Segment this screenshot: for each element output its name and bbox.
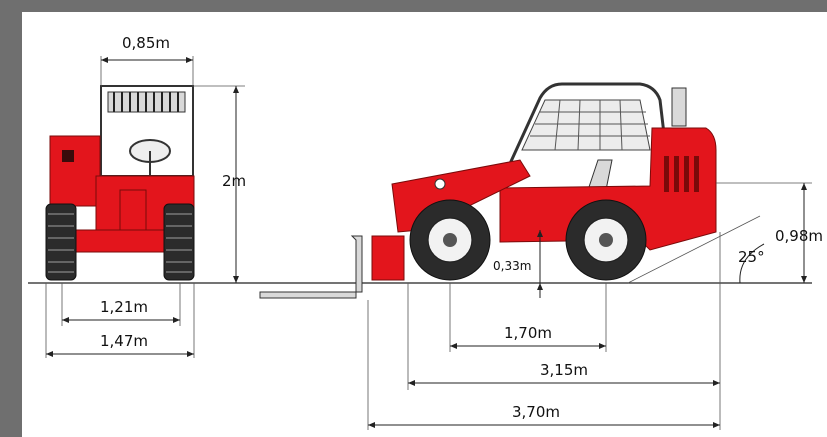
side-chassis xyxy=(499,127,717,251)
front-left-tyre xyxy=(45,203,77,281)
cab-width-label: 0,85m xyxy=(122,34,170,52)
fork-tine xyxy=(259,235,363,299)
front-view-machine xyxy=(45,85,195,281)
ground-clearance-label: 0,33m xyxy=(493,259,531,273)
exhaust-pipe xyxy=(671,87,687,127)
front-boom-head xyxy=(119,189,147,235)
overall-width-label: 1,47m xyxy=(100,332,148,350)
rear-height-label: 0,98m xyxy=(775,227,823,245)
length-to-fork-heel-label: 3,15m xyxy=(540,361,588,379)
wheelbase-label: 1,70m xyxy=(504,324,552,342)
departure-angle-label: 25° xyxy=(738,248,765,266)
track-width-label: 1,21m xyxy=(100,298,148,316)
side-view-dimensions xyxy=(367,182,812,430)
side-cab-frame xyxy=(506,82,670,169)
front-view-dimensions xyxy=(45,56,245,358)
side-cab-mesh xyxy=(521,99,651,151)
front-left-housing xyxy=(49,135,101,207)
height-label: 2m xyxy=(222,172,246,190)
front-right-tyre xyxy=(163,203,195,281)
seat xyxy=(587,159,613,191)
fork-carriage xyxy=(371,235,405,281)
overall-length-label: 3,70m xyxy=(512,403,560,421)
side-view-machine xyxy=(259,82,717,299)
